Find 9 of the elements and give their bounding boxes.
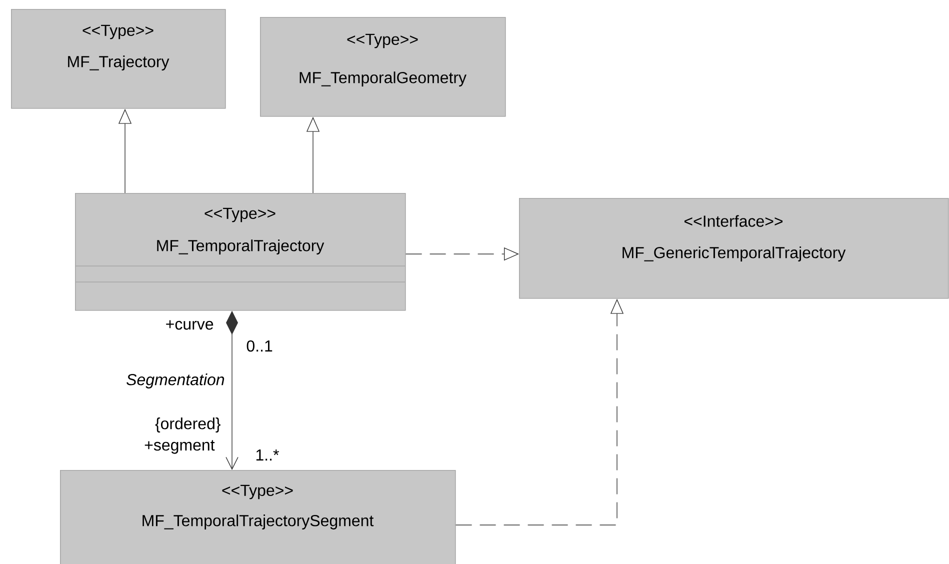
role-label: 0..1 xyxy=(246,340,272,352)
class-box: <<Type>> MF_TemporalGeometry xyxy=(260,17,506,117)
class-box: <<Type>> MF_TemporalTrajectorySegment xyxy=(60,470,456,564)
class-box: <<Type>> MF_TemporalTrajectory xyxy=(74,193,406,311)
class-box: <<Type>> MF_Trajectory xyxy=(11,9,226,109)
class-box: <<Interface>> MF_GenericTemporalTrajectory xyxy=(519,198,949,299)
role-label: +segment xyxy=(144,440,215,454)
edge-label: Segmentation xyxy=(126,374,224,388)
role-label: {ordered} xyxy=(155,418,220,432)
